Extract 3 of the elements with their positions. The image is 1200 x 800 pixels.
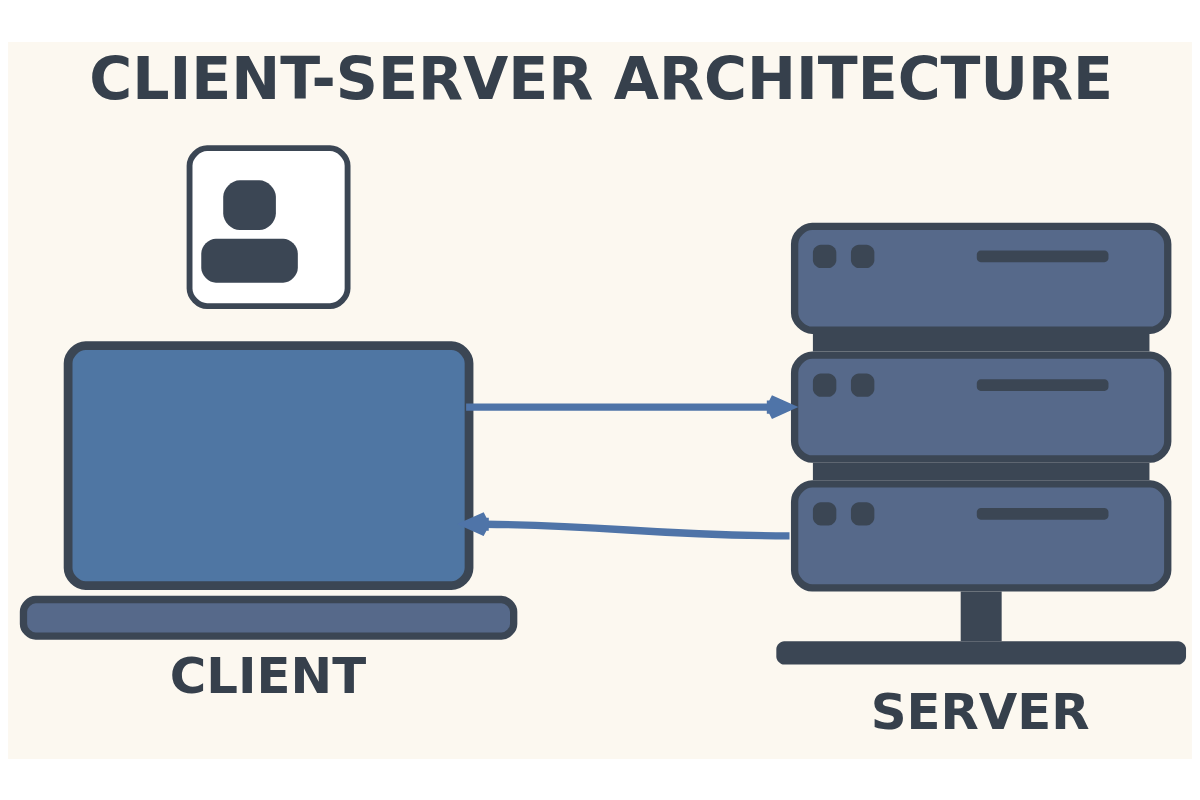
diagram-title: CLIENT-SERVER ARCHITECTURE (89, 44, 1114, 113)
node-label: SERVER (870, 682, 1090, 741)
node-label: CLIENT (169, 646, 367, 705)
